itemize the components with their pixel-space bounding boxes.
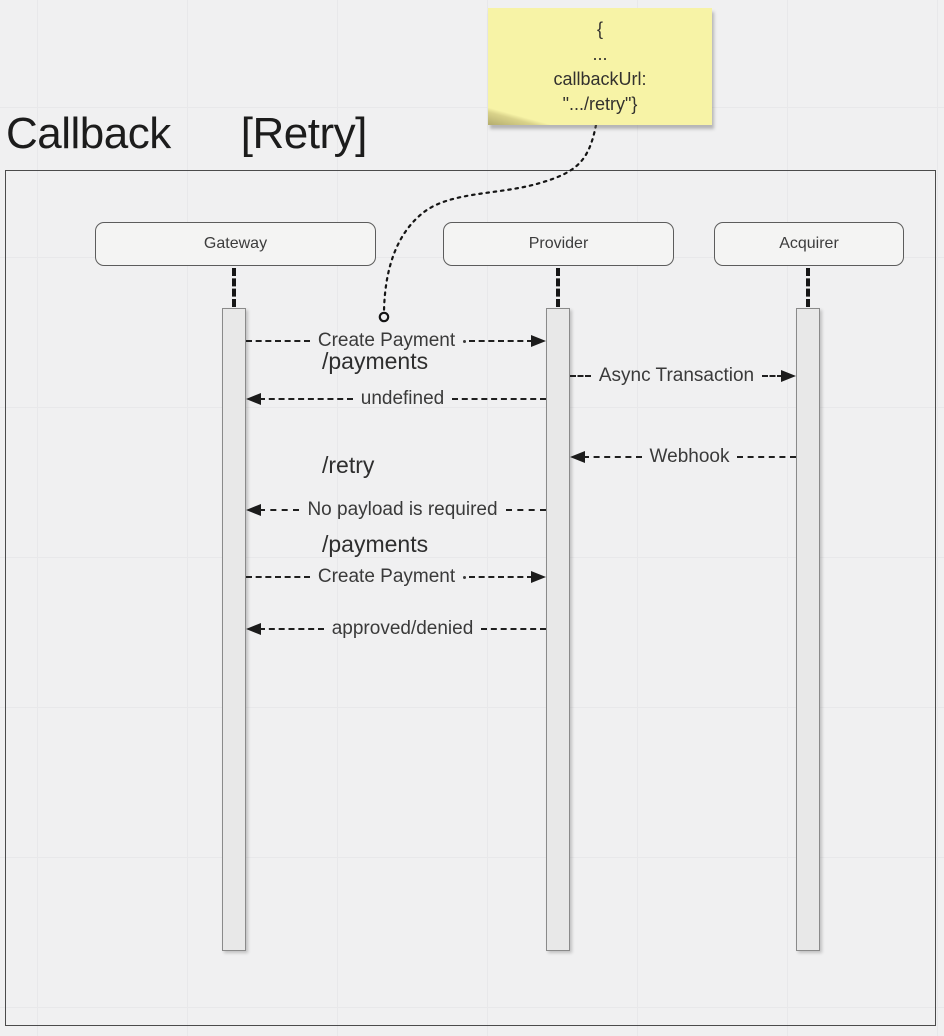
actor-gateway[interactable]: Gateway [95, 222, 376, 266]
lifeline-provider [556, 268, 560, 307]
arrowhead-right-icon [531, 571, 547, 583]
activation-bar-provider[interactable] [546, 308, 570, 951]
arrowhead-left-icon [246, 623, 261, 635]
diagram-title-name: Callback [6, 109, 171, 158]
actor-provider[interactable]: Provider [443, 222, 674, 266]
message-dash [259, 398, 353, 400]
lifeline-gateway [232, 268, 236, 307]
activation-bar-gateway[interactable] [222, 308, 246, 951]
message-dash [505, 509, 546, 511]
message-label: Create Payment [317, 566, 456, 587]
sticky-note[interactable]: { ... callbackUrl: ".../retry"} [488, 8, 712, 125]
diagram-title-condition: [Retry] [240, 109, 368, 158]
note-fold-corner [488, 108, 550, 125]
diagram-title[interactable]: Callback [Retry] [6, 108, 367, 160]
actor-gateway-label: Gateway [203, 235, 268, 252]
arrowhead-left-icon [246, 504, 261, 516]
actor-acquirer-label: Acquirer [779, 235, 839, 252]
message-webhook[interactable]: Webhook [570, 445, 796, 469]
message-dash [469, 340, 534, 342]
message-no-payload[interactable]: No payload is required [246, 498, 546, 522]
message-label: No payload is required [307, 499, 498, 520]
message-dash [570, 375, 591, 377]
arrowhead-right-icon [531, 335, 547, 347]
message-dot [463, 575, 467, 579]
note-line: ".../retry"} [562, 94, 638, 114]
activation-bar-acquirer[interactable] [796, 308, 820, 951]
message-dash [246, 340, 310, 342]
message-label: Async Transaction [598, 365, 755, 386]
actor-provider-label: Provider [528, 235, 589, 252]
message-label: Create Payment [317, 330, 456, 351]
message-dash [762, 375, 783, 377]
note-line: callbackUrl: [553, 69, 647, 89]
message-dash [583, 456, 642, 458]
note-line: ... [592, 44, 608, 64]
endpoint-label-retry[interactable]: /retry [322, 452, 375, 478]
endpoint-label-payments-2[interactable]: /payments [322, 531, 429, 557]
lifeline-acquirer [806, 268, 810, 307]
message-label: undefined [360, 388, 445, 409]
message-label: Webhook [649, 446, 730, 467]
message-approved-denied[interactable]: approved/denied [246, 617, 547, 641]
actor-acquirer[interactable]: Acquirer [714, 222, 904, 266]
message-dash [259, 628, 324, 630]
message-dash [737, 456, 796, 458]
message-create-payment-1[interactable]: Create Payment [246, 329, 547, 353]
message-dash [469, 576, 534, 578]
message-dash [259, 509, 300, 511]
endpoint-label-payments-1[interactable]: /payments [322, 348, 429, 374]
message-dot [463, 339, 467, 343]
message-async-transaction[interactable]: Async Transaction [570, 364, 796, 388]
message-undefined[interactable]: undefined [246, 387, 546, 411]
message-dash [452, 398, 546, 400]
message-label: approved/denied [331, 618, 474, 639]
message-create-payment-2[interactable]: Create Payment [246, 565, 547, 589]
note-line: { [596, 19, 603, 39]
arrowhead-right-icon [781, 370, 796, 382]
message-dash [481, 628, 547, 630]
arrowhead-left-icon [570, 451, 585, 463]
message-dash [246, 576, 310, 578]
arrowhead-left-icon [246, 393, 261, 405]
